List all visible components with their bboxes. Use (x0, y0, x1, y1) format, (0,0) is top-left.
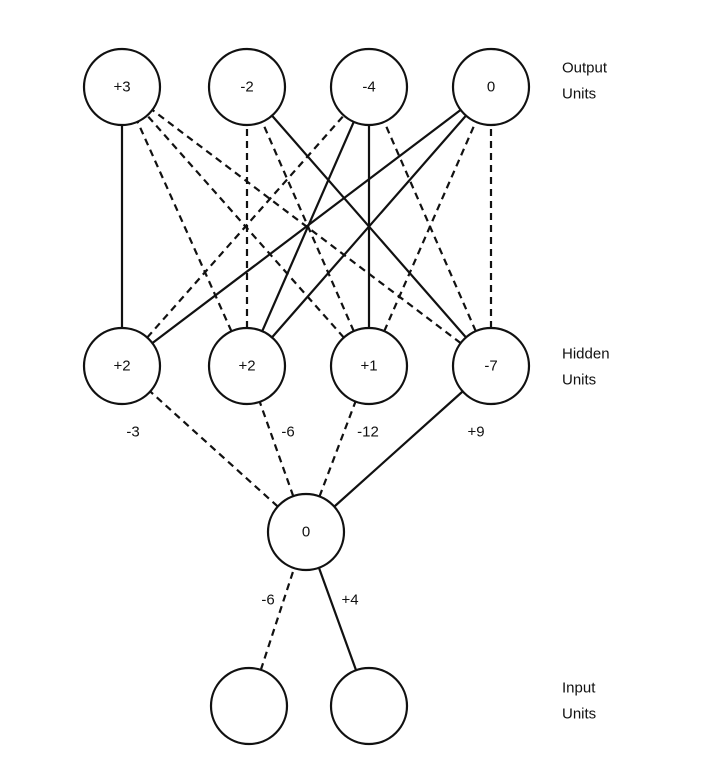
output-unit: -2 (207, 47, 287, 127)
hidden-unit-value: +2 (238, 358, 255, 375)
weight-label-middle-hidden-0: -3 (126, 424, 139, 441)
output-unit-value: -4 (362, 79, 375, 96)
weight-label-middle-hidden-3: +9 (467, 424, 484, 441)
output-unit-value: 0 (487, 79, 495, 96)
edge-middle-to-hidden-2 (318, 401, 357, 497)
hidden-unit-value: +2 (113, 358, 130, 375)
middle-unit: 0 (266, 492, 346, 572)
hidden-unit-circle (329, 326, 409, 406)
hidden-unit: +2 (82, 326, 162, 406)
weight-labels: -3 -6 -12 +9 -6 +4 (126, 424, 484, 609)
weight-label-input-middle-0: -6 (261, 592, 274, 609)
input-unit-circle (329, 666, 409, 746)
input-unit-circle (209, 666, 289, 746)
edge-middle-to-hidden-3 (333, 390, 464, 508)
input-unit (209, 666, 289, 746)
hidden-unit: -7 (451, 326, 531, 406)
hidden-unit: +1 (329, 326, 409, 406)
output-units-label-line1: Output (562, 60, 608, 77)
hidden-unit-value: -7 (484, 358, 497, 375)
units: +3 -2 -4 0 +2 +2 +1 -7 0 (82, 47, 531, 746)
edge-hidden-2-to-output-0 (146, 114, 345, 339)
hidden-unit-circle (451, 326, 531, 406)
output-unit-value: -2 (240, 79, 253, 96)
edge-middle-to-hidden-0 (149, 390, 279, 508)
output-unit-value: +3 (113, 79, 130, 96)
hidden-units-label-line1: Hidden (562, 346, 610, 363)
middle-unit-value: 0 (302, 524, 310, 541)
edge-hidden-3-to-output-2 (383, 121, 477, 332)
edge-input-1-to-middle (317, 567, 358, 671)
output-unit: -4 (329, 47, 409, 127)
edge-hidden-3-to-output-0 (151, 109, 462, 344)
hidden-unit-circle (207, 326, 287, 406)
output-units-label-line2: Units (562, 86, 596, 103)
output-unit: 0 (451, 47, 531, 127)
hidden-unit: +2 (207, 326, 287, 406)
middle-unit-circle (266, 492, 346, 572)
output-unit-circle (207, 47, 287, 127)
weight-label-input-middle-1: +4 (341, 592, 358, 609)
input-unit (329, 666, 409, 746)
hidden-unit-value: +1 (360, 358, 377, 375)
input-units-label-line1: Input (562, 680, 596, 697)
hidden-unit-circle (82, 326, 162, 406)
input-units-label-line2: Units (562, 706, 596, 723)
weight-label-middle-hidden-1: -6 (281, 424, 294, 441)
output-unit-circle (451, 47, 531, 127)
output-unit: +3 (82, 47, 162, 127)
connections (120, 109, 493, 671)
output-unit-circle (329, 47, 409, 127)
edge-middle-to-hidden-1 (258, 401, 295, 497)
edge-input-0-to-middle (259, 567, 296, 671)
edge-hidden-1-to-output-0 (136, 121, 233, 332)
output-unit-circle (82, 47, 162, 127)
weight-label-middle-hidden-2: -12 (357, 424, 379, 441)
hidden-units-label-line2: Units (562, 372, 596, 389)
edge-hidden-3-to-output-1 (271, 114, 467, 339)
